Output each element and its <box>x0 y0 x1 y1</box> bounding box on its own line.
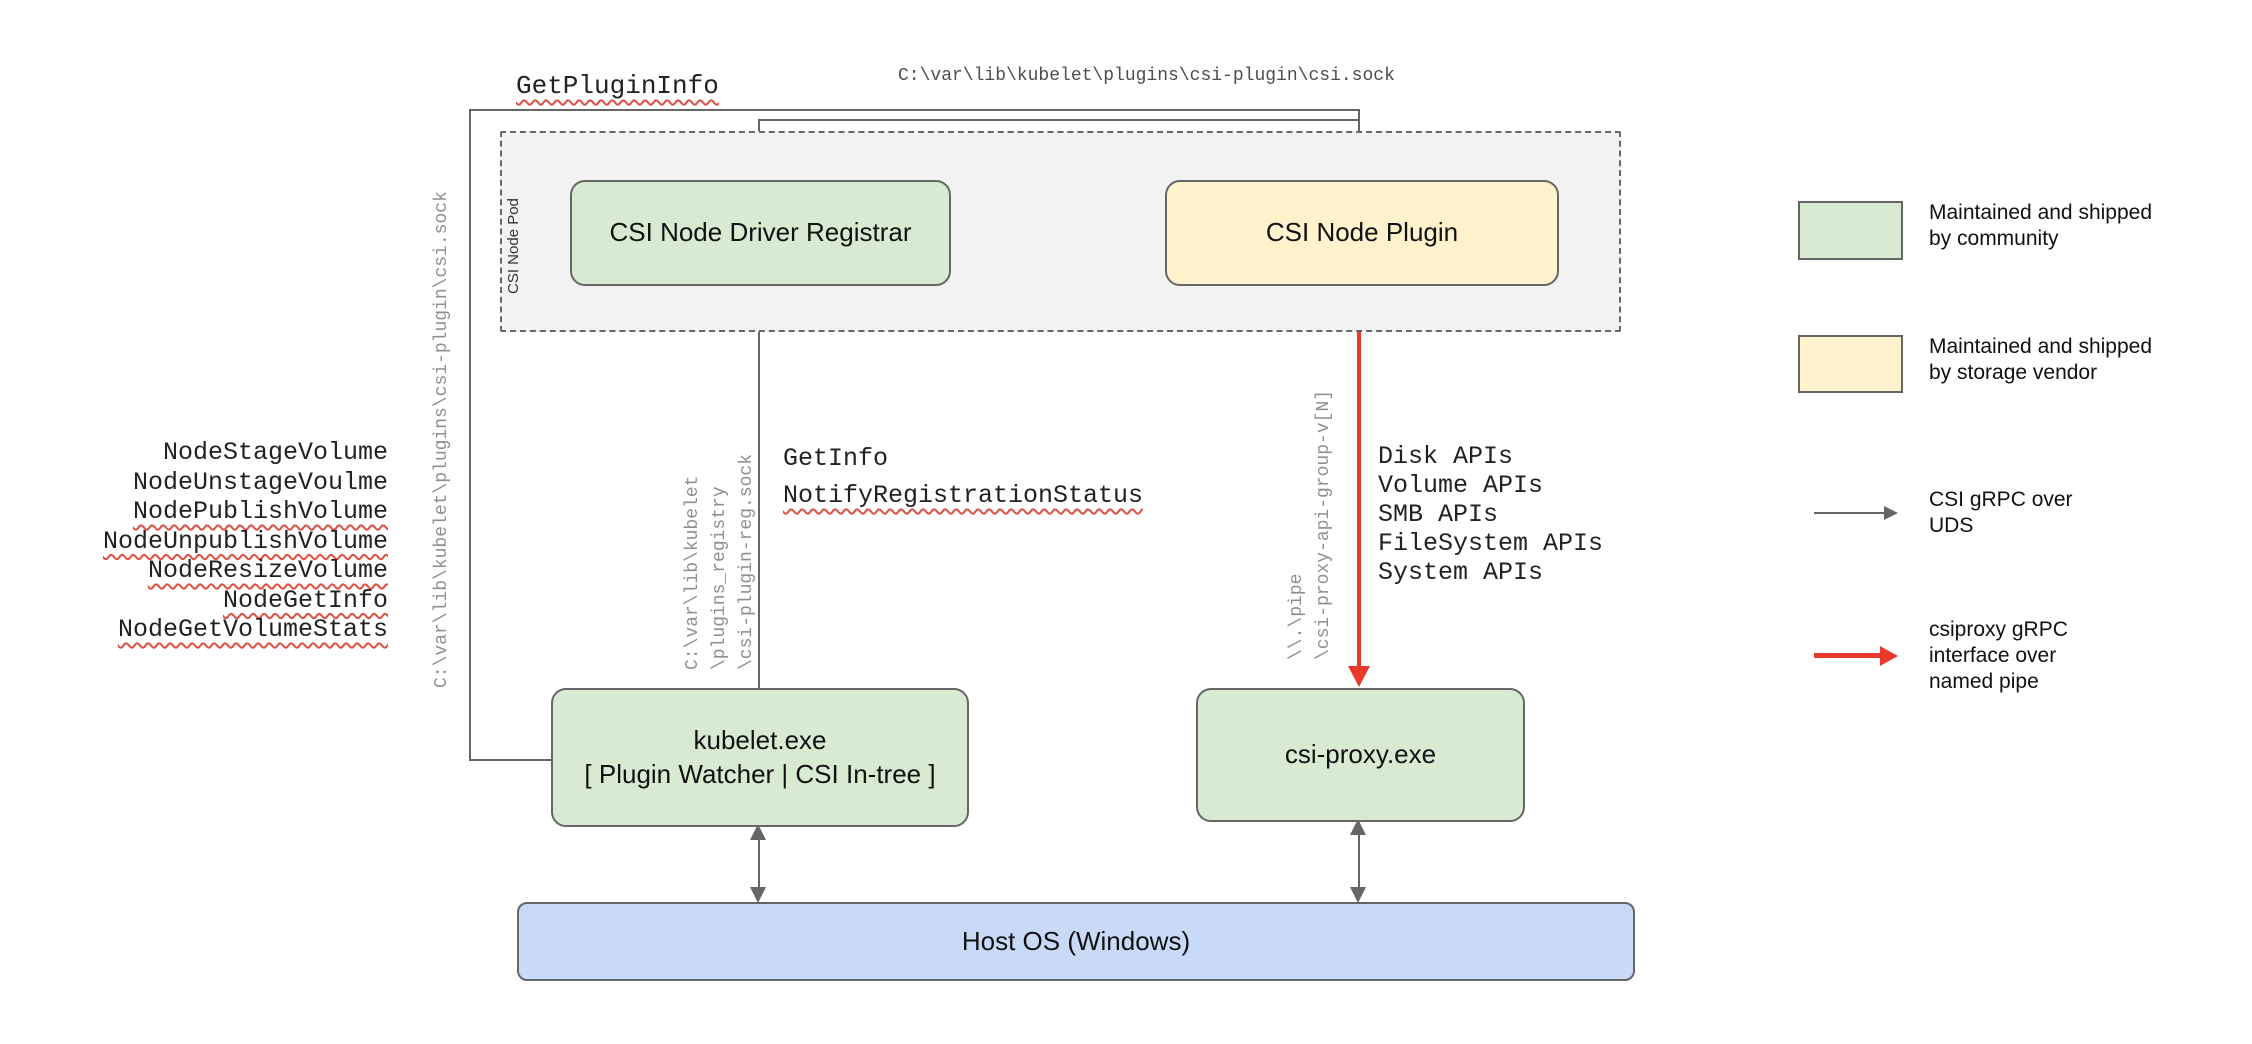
legend-vendor-label: Maintained and shipped by storage vendor <box>1929 335 2153 384</box>
registry-sock-path-label: C:\var\lib\kubelet \plugins_registry \cs… <box>683 453 757 670</box>
csiproxy-host-line <box>1358 831 1360 890</box>
legend-uds-label: CSI gRPC over UDS <box>1929 488 2073 537</box>
get-plugin-info-label: GetPluginInfo <box>516 71 719 101</box>
csiproxy-red-arrowhead-icon <box>1348 666 1370 687</box>
legend-uds-arrowhead-icon <box>1884 506 1898 520</box>
legend-community-swatch <box>1798 201 1903 260</box>
csiproxy-host-up-arrowhead-icon <box>1350 819 1366 835</box>
csiproxy-host-down-arrowhead-icon <box>1350 887 1366 903</box>
kubelet-left-connector-line <box>469 759 553 761</box>
csi-proxy-box: csi-proxy.exe <box>1196 688 1525 822</box>
legend-community-label: Maintained and shipped by community <box>1929 201 2153 250</box>
left-vertical-uds-line <box>469 109 471 761</box>
csi-proxy-label: csi-proxy.exe <box>1284 739 1437 770</box>
host-os-box: Host OS (Windows) <box>517 902 1635 981</box>
proxy-api-item: FileSystem APIs <box>1378 529 1604 558</box>
legend-pipe-arrowhead-icon <box>1880 646 1898 666</box>
node-rpc-item: NodeGetInfo <box>222 585 388 615</box>
node-rpc-item: NodeStageVolume <box>162 438 388 467</box>
csi-node-plugin-label: CSI Node Plugin <box>1265 217 1459 248</box>
node-rpc-item: NodeResizeVolume <box>147 556 388 585</box>
csi-node-pod-label: CSI Node Pod <box>505 198 522 294</box>
named-pipe-path-label: \\.\pipe \csi-proxy-api-group-v[N] <box>1287 389 1334 660</box>
proxy-api-item: System APIs <box>1378 558 1544 587</box>
kubelet-host-line <box>758 836 760 890</box>
csi-node-driver-registrar-label: CSI Node Driver Registrar <box>609 217 912 248</box>
legend-uds-arrow-line <box>1814 512 1884 514</box>
csi-node-driver-registrar-box: CSI Node Driver Registrar <box>570 180 951 286</box>
legend-pipe-arrow-line <box>1814 653 1882 658</box>
kubelet-host-up-arrowhead-icon <box>750 824 766 840</box>
node-rpc-item: NodeGetVolumeStats <box>117 615 388 644</box>
host-os-label: Host OS (Windows) <box>961 925 1191 956</box>
kubelet-label-line1: kubelet.exe <box>693 724 827 755</box>
notify-registration-status-label: NotifyRegistrationStatus <box>783 481 1144 510</box>
kubelet-box: kubelet.exe [ Plugin Watcher | CSI In-tr… <box>551 688 969 827</box>
node-rpc-item: NodeUnstageVoulme <box>132 467 388 497</box>
csi-node-plugin-box: CSI Node Plugin <box>1165 180 1559 286</box>
registrar-to-plugin-line <box>758 119 1360 121</box>
legend-pipe-label: csiproxy gRPC interface over named pipe <box>1929 618 2068 693</box>
proxy-api-item: SMB APIs <box>1378 500 1499 529</box>
proxy-api-list: Disk APIs Volume APIs SMB APIs FileSyste… <box>1378 442 1603 587</box>
kubelet-label-line2: [ Plugin Watcher | CSI In-tree ] <box>584 758 936 789</box>
node-rpc-item: NodePublishVolume <box>132 497 388 526</box>
kubelet-to-registrar-line <box>758 296 760 688</box>
node-rpc-item: NodeUnpublishVolume <box>102 526 388 556</box>
node-rpc-list: NodeStageVolume NodeUnstageVoulme NodePu… <box>80 438 388 645</box>
kubelet-host-down-arrowhead-icon <box>750 887 766 903</box>
top-horizontal-uds-line <box>469 109 1360 111</box>
csi-sock-path-top-label: C:\var\lib\kubelet\plugins\csi-plugin\cs… <box>898 66 1395 86</box>
legend-vendor-swatch <box>1798 335 1903 393</box>
csi-sock-path-left-label: C:\var\lib\kubelet\plugins\csi-plugin\cs… <box>432 191 452 688</box>
get-info-label: GetInfo <box>783 444 889 473</box>
proxy-api-item: Disk APIs <box>1378 442 1514 471</box>
plugin-to-csiproxy-red-line <box>1357 280 1361 668</box>
proxy-api-item: Volume APIs <box>1378 471 1544 500</box>
